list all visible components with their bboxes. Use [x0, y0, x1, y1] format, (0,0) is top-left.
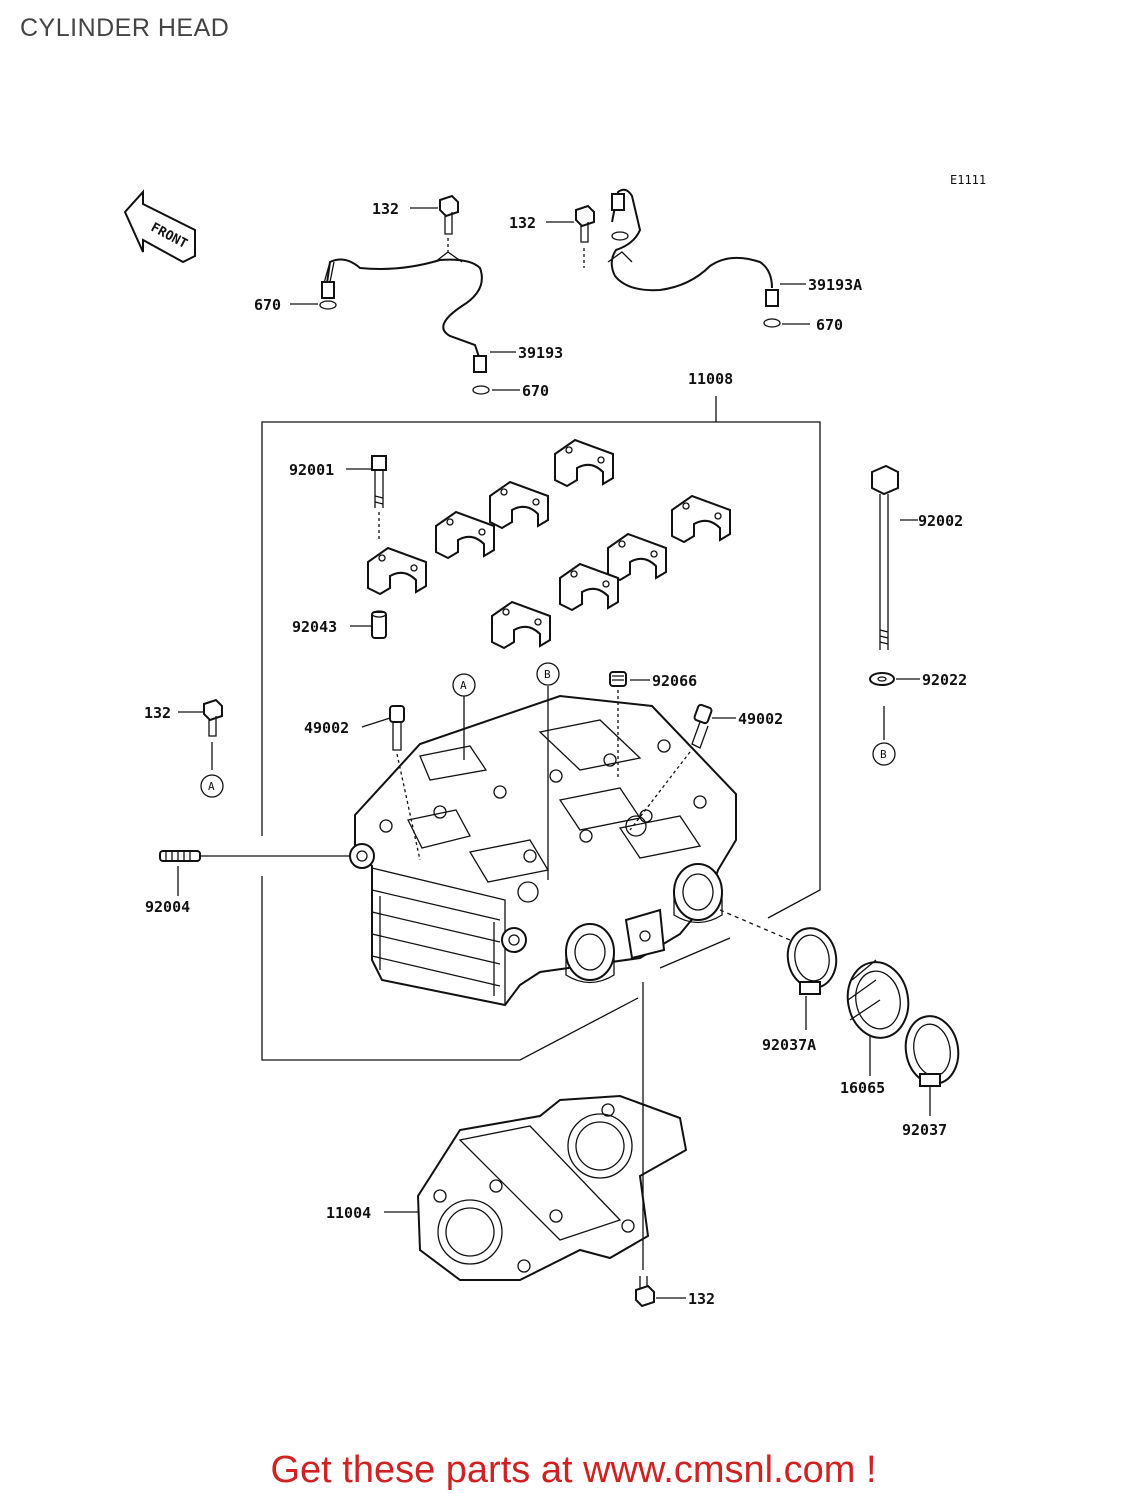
callout-11004: 11004	[326, 1204, 371, 1222]
callout-92004: 92004	[145, 898, 190, 916]
diagram-code: E1111	[950, 173, 986, 187]
callout-670-right: 670	[816, 316, 843, 334]
assembly-bracket-11008	[261, 396, 821, 1061]
callout-670-left: 670	[254, 296, 281, 314]
oil-jet-49002-left	[389, 705, 421, 861]
callout-92022: 92022	[922, 671, 967, 689]
plug-92066	[609, 671, 627, 780]
callout-132-upper-left: 132	[372, 200, 399, 218]
clamp-92037a	[719, 909, 838, 995]
front-arrow-icon: FRONT	[123, 189, 196, 264]
callout-leader-lines	[177, 207, 931, 1299]
oil-pipe-39193a	[607, 188, 781, 328]
bolt-132-left	[200, 698, 224, 798]
ref-b-label-head: B	[544, 668, 551, 681]
callout-132-upper-middle: 132	[509, 214, 536, 232]
callout-92002: 92002	[918, 512, 963, 530]
head-gasket-11004	[416, 1094, 688, 1281]
ref-b-label-stud: B	[880, 748, 887, 761]
callout-670-lower: 670	[522, 382, 549, 400]
callout-39193a: 39193A	[808, 276, 862, 294]
ref-a-label-head: A	[460, 679, 467, 692]
cylinder-head-11008	[349, 694, 737, 1007]
bolt-132-upper-left	[439, 194, 459, 255]
bolt-132-bottom	[635, 982, 655, 1308]
page-title: CYLINDER HEAD	[20, 14, 230, 42]
reference-mark-b-head	[536, 662, 560, 880]
camshaft-caps	[367, 438, 731, 650]
callout-92037: 92037	[902, 1121, 947, 1139]
callout-92066: 92066	[652, 672, 697, 690]
bolt-132-upper-middle	[575, 204, 595, 268]
parts-diagram: E1111 FRONT	[123, 173, 986, 1308]
footer-cta-link[interactable]: Get these parts at www.cmsnl.com !	[270, 1449, 877, 1491]
oil-pipe-39193	[319, 251, 490, 395]
dowel-pin-92043	[371, 610, 387, 639]
callout-49002-left: 49002	[304, 719, 349, 737]
callout-92001: 92001	[289, 461, 334, 479]
callout-16065: 16065	[840, 1079, 885, 1097]
callout-132-bottom: 132	[688, 1290, 715, 1308]
oil-jet-49002-right	[629, 703, 713, 831]
callout-92043: 92043	[292, 618, 337, 636]
callout-49002-right: 49002	[738, 710, 783, 728]
ref-a-label-bolt: A	[208, 780, 215, 793]
reference-mark-a-head	[452, 673, 476, 760]
bolt-92002	[871, 464, 899, 650]
washer-92022	[869, 672, 896, 766]
callout-92037a: 92037A	[762, 1036, 816, 1054]
callout-11008: 11008	[688, 370, 733, 388]
reference-mark-letters: A B A B	[208, 668, 887, 793]
stud-92004	[159, 850, 350, 862]
bolt-92001	[371, 455, 387, 540]
callout-39193: 39193	[518, 344, 563, 362]
clamp-92037	[904, 1015, 960, 1087]
callout-132-left: 132	[144, 704, 171, 722]
carburetor-holder-16065	[846, 959, 910, 1039]
part-number-callouts: 132 132 670 39193A 670 39193 670 11008 9…	[144, 200, 967, 1308]
